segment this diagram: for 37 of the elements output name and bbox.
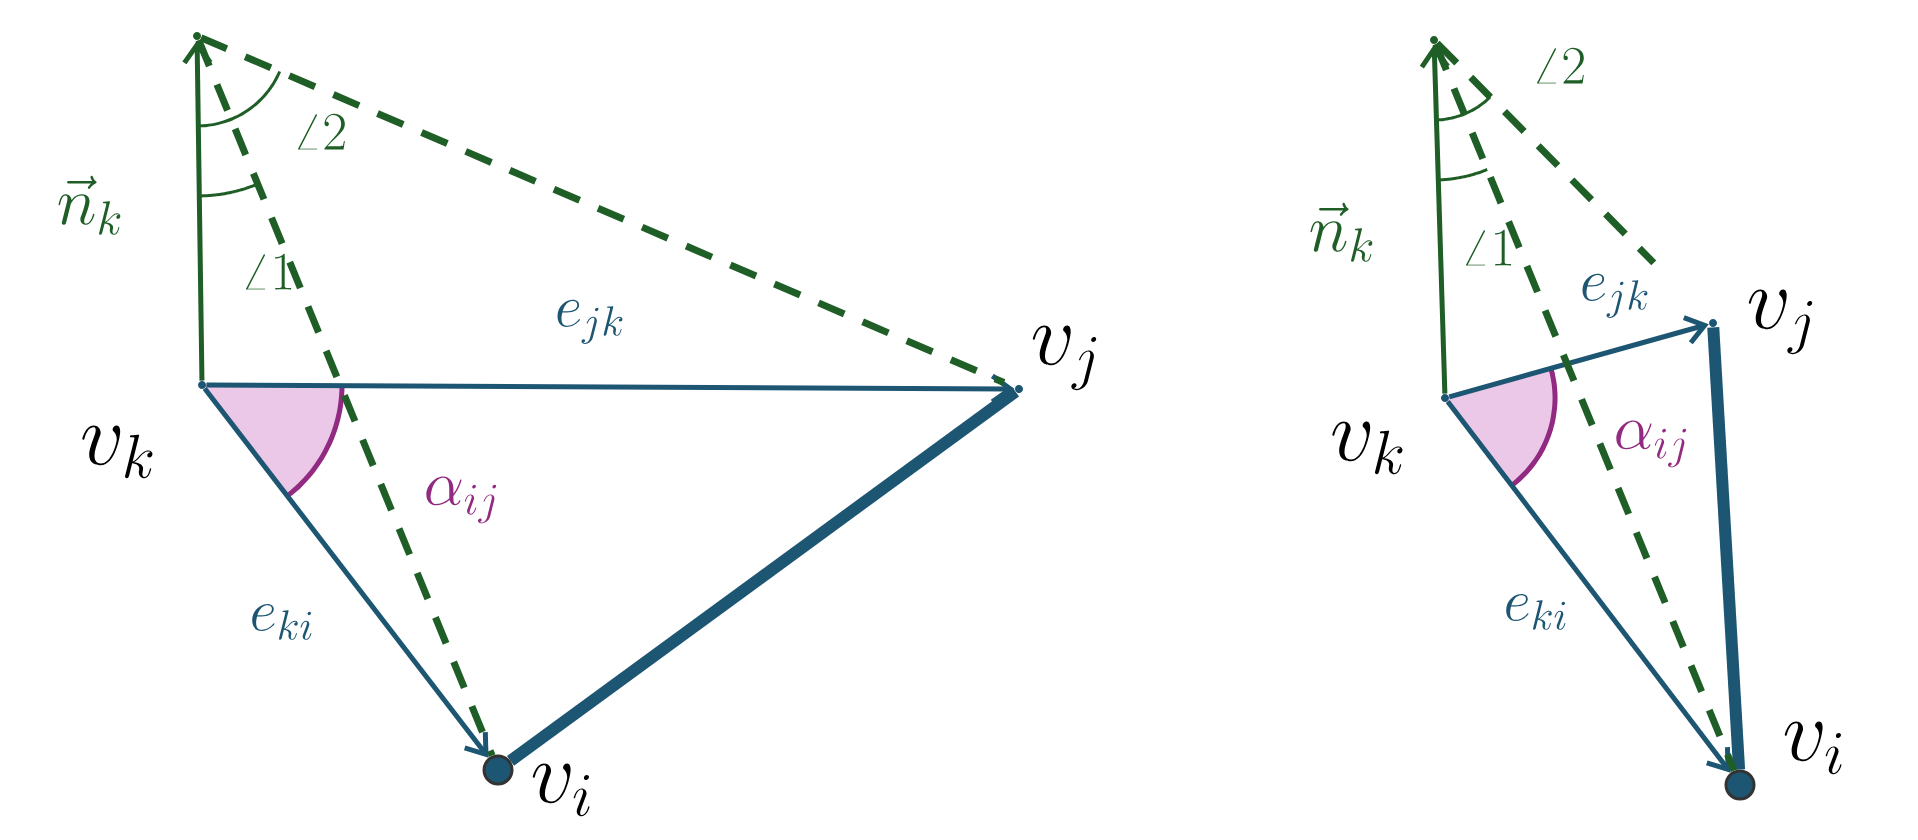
dashed-line xyxy=(1432,42,1738,772)
line xyxy=(506,386,1019,766)
vertex-dot xyxy=(482,754,514,786)
vertex-label: $v_k$ xyxy=(82,425,153,479)
angle-label: $\angle 2$ xyxy=(1537,47,1584,84)
angle-label: $\angle 1$ xyxy=(1466,229,1512,266)
vertex-label: $v_j$ xyxy=(1748,289,1813,355)
edge-label: $e_{jk}$ xyxy=(1577,272,1653,320)
vertex-dot xyxy=(1724,769,1756,801)
arrow xyxy=(1448,315,1709,400)
arrow xyxy=(202,386,489,758)
edge-label: $\vec{n}_k$ xyxy=(54,173,126,237)
vertex-point xyxy=(1015,385,1023,393)
arrow xyxy=(1445,399,1731,773)
vertex-point xyxy=(1430,36,1438,44)
line xyxy=(1707,327,1746,770)
arrow xyxy=(1419,44,1450,394)
vertex-label: $v_k$ xyxy=(1332,421,1403,475)
vertex-point xyxy=(198,381,206,389)
edge-label: $e_{ki}$ xyxy=(1501,592,1571,632)
dashed-line xyxy=(199,34,1006,386)
angle-label: $\angle 2$ xyxy=(298,113,345,150)
dashed-line xyxy=(195,38,496,757)
angle-label: $\alpha_{ij}$ xyxy=(1616,420,1687,468)
vertex-point xyxy=(193,32,201,40)
vertex-label: $v_i$ xyxy=(1784,721,1842,775)
vertex-label: $v_i$ xyxy=(532,763,590,817)
edge-label: $e_{jk}$ xyxy=(552,298,628,346)
vertex-label: $v_j$ xyxy=(1032,325,1097,391)
vertex-point xyxy=(1709,319,1717,327)
arrow xyxy=(206,373,1015,404)
angle-label: $\angle 1$ xyxy=(246,253,292,290)
vertex-point xyxy=(1441,394,1449,402)
edge-label: $e_{ki}$ xyxy=(247,602,317,642)
arrow xyxy=(182,40,213,381)
angle-label: $\alpha_{ij}$ xyxy=(426,476,497,524)
edge-label: $\vec{n}_k$ xyxy=(1306,200,1378,264)
